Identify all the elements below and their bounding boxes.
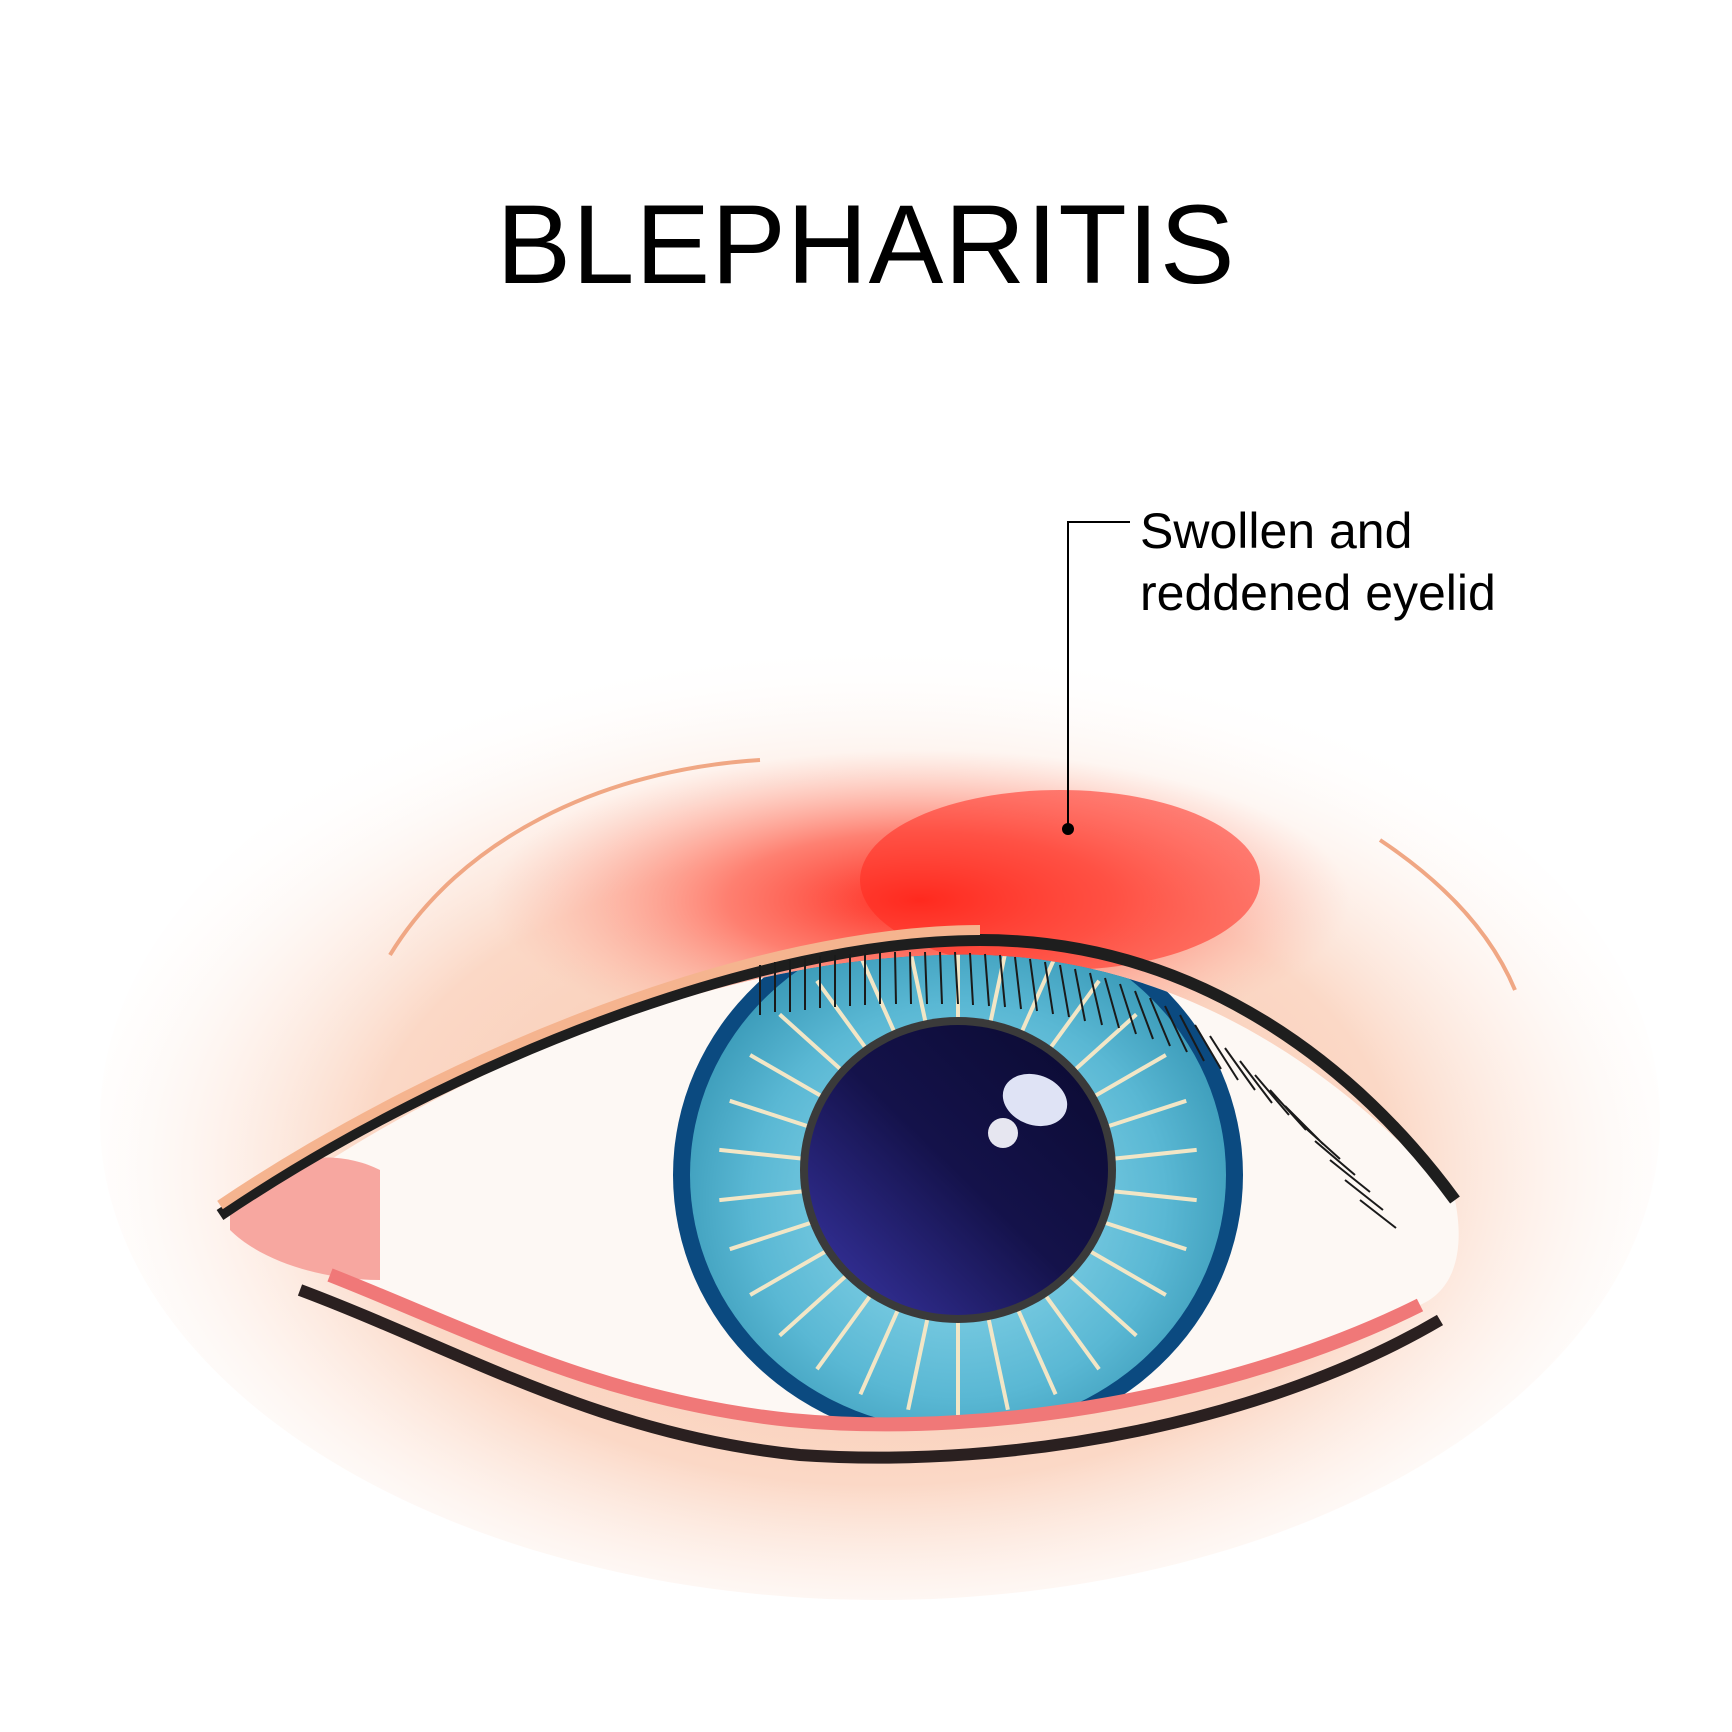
highlight-small xyxy=(988,1118,1018,1148)
diagram-title: BLEPHARITIS xyxy=(496,182,1236,307)
annotation-leader-line xyxy=(1067,521,1130,828)
upper-eyelid-rim xyxy=(216,933,1460,1220)
annotation-label-line2: reddened eyelid xyxy=(1140,565,1496,621)
pupil xyxy=(808,1025,1108,1315)
annotation-label-line1: Swollen and xyxy=(1140,503,1413,559)
annotation-label: Swollen and reddened eyelid xyxy=(1140,500,1496,624)
lower-eyelid-rim xyxy=(327,1268,1424,1432)
highlight-large xyxy=(1002,1073,1068,1127)
eyelashes xyxy=(759,951,1397,1229)
annotation-dot xyxy=(1062,823,1074,835)
